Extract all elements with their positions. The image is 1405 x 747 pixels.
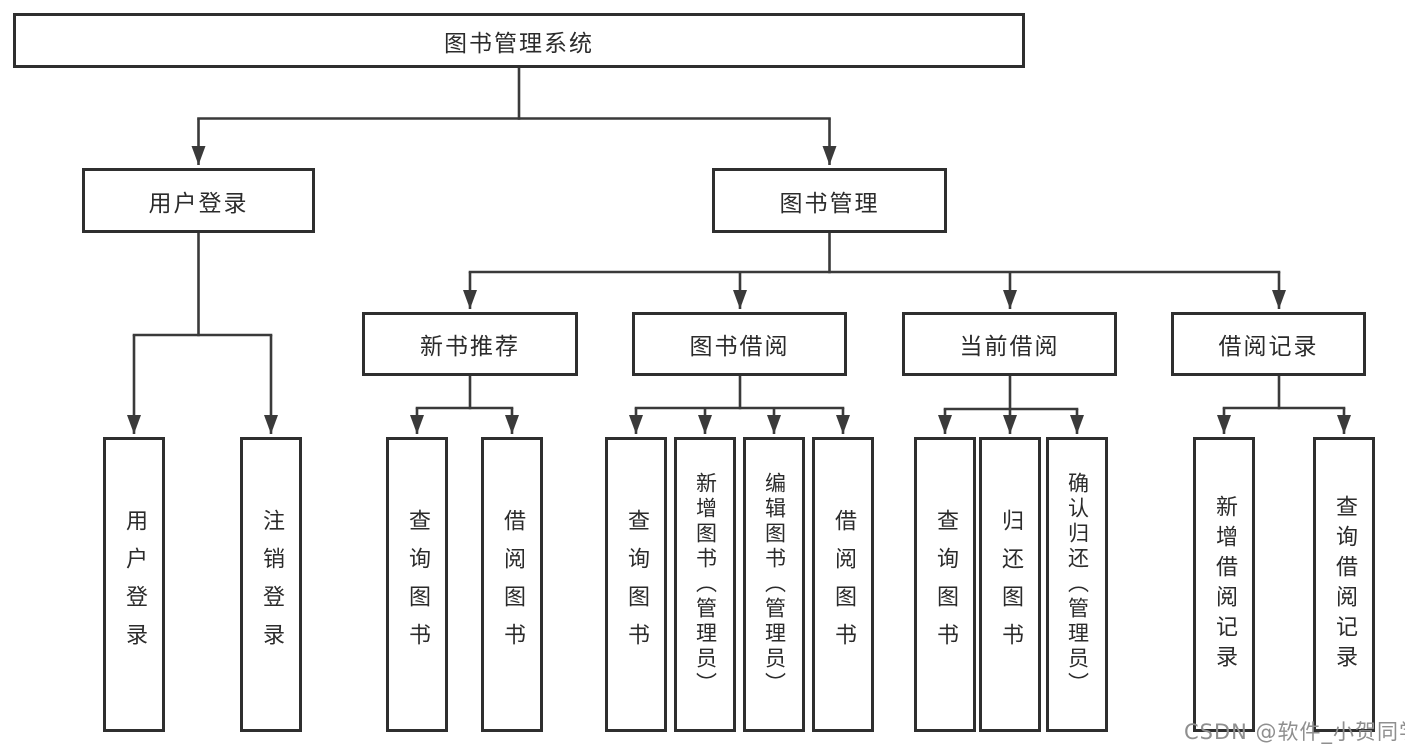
node-library-management-system: 图书管理系统 bbox=[13, 13, 1025, 68]
leaf-query-borrow-record: 查询借阅记录 bbox=[1313, 437, 1375, 732]
node-label: 图书管理系统 bbox=[444, 30, 594, 57]
leaf-label: 查询图书 bbox=[624, 508, 649, 661]
leaf-edit-book-admin: 编辑图书（管理员） bbox=[743, 437, 805, 732]
node-current-borrow: 当前借阅 bbox=[902, 312, 1117, 376]
leaf-label: 新增借阅记录 bbox=[1212, 494, 1237, 675]
node-label: 用户登录 bbox=[148, 190, 249, 217]
node-label: 借阅记录 bbox=[1218, 334, 1319, 360]
leaf-return-books: 归还图书 bbox=[979, 437, 1041, 732]
leaf-query-books-borrow: 查询图书 bbox=[605, 437, 667, 732]
leaf-label: 编辑图书（管理员） bbox=[762, 472, 787, 697]
leaf-label: 用户登录 bbox=[122, 508, 147, 661]
leaf-logout: 注销登录 bbox=[240, 437, 302, 732]
leaf-query-books-recommend: 查询图书 bbox=[386, 437, 448, 732]
node-label: 当前借阅 bbox=[959, 334, 1060, 360]
leaf-borrow-books-recommend: 借阅图书 bbox=[481, 437, 543, 732]
leaf-label: 注销登录 bbox=[259, 508, 284, 661]
node-book-borrow: 图书借阅 bbox=[632, 312, 847, 376]
leaf-label: 确认归还（管理员） bbox=[1065, 472, 1090, 697]
leaf-label: 归还图书 bbox=[998, 508, 1023, 661]
leaf-borrow-books-borrow: 借阅图书 bbox=[812, 437, 874, 732]
node-new-book-recommend: 新书推荐 bbox=[362, 312, 578, 376]
leaf-label: 查询借阅记录 bbox=[1332, 494, 1357, 675]
leaf-label: 借阅图书 bbox=[500, 508, 525, 661]
leaf-query-books-current: 查询图书 bbox=[914, 437, 976, 732]
leaf-confirm-return-admin: 确认归还（管理员） bbox=[1046, 437, 1108, 732]
leaf-label: 新增图书（管理员） bbox=[693, 472, 718, 697]
node-user-login: 用户登录 bbox=[82, 168, 315, 233]
leaf-label: 查询图书 bbox=[933, 508, 958, 661]
leaf-user-login: 用户登录 bbox=[103, 437, 165, 732]
node-label: 图书管理 bbox=[779, 190, 880, 217]
node-borrow-records: 借阅记录 bbox=[1171, 312, 1366, 376]
leaf-add-borrow-record: 新增借阅记录 bbox=[1193, 437, 1255, 732]
node-label: 图书借阅 bbox=[689, 334, 790, 360]
leaf-label: 借阅图书 bbox=[831, 508, 856, 661]
leaf-add-book-admin: 新增图书（管理员） bbox=[674, 437, 736, 732]
node-label: 新书推荐 bbox=[420, 334, 520, 360]
watermark: CSDN @软件_小贺同学 bbox=[1184, 720, 1405, 744]
node-book-management: 图书管理 bbox=[712, 168, 947, 233]
leaf-label: 查询图书 bbox=[405, 508, 430, 661]
